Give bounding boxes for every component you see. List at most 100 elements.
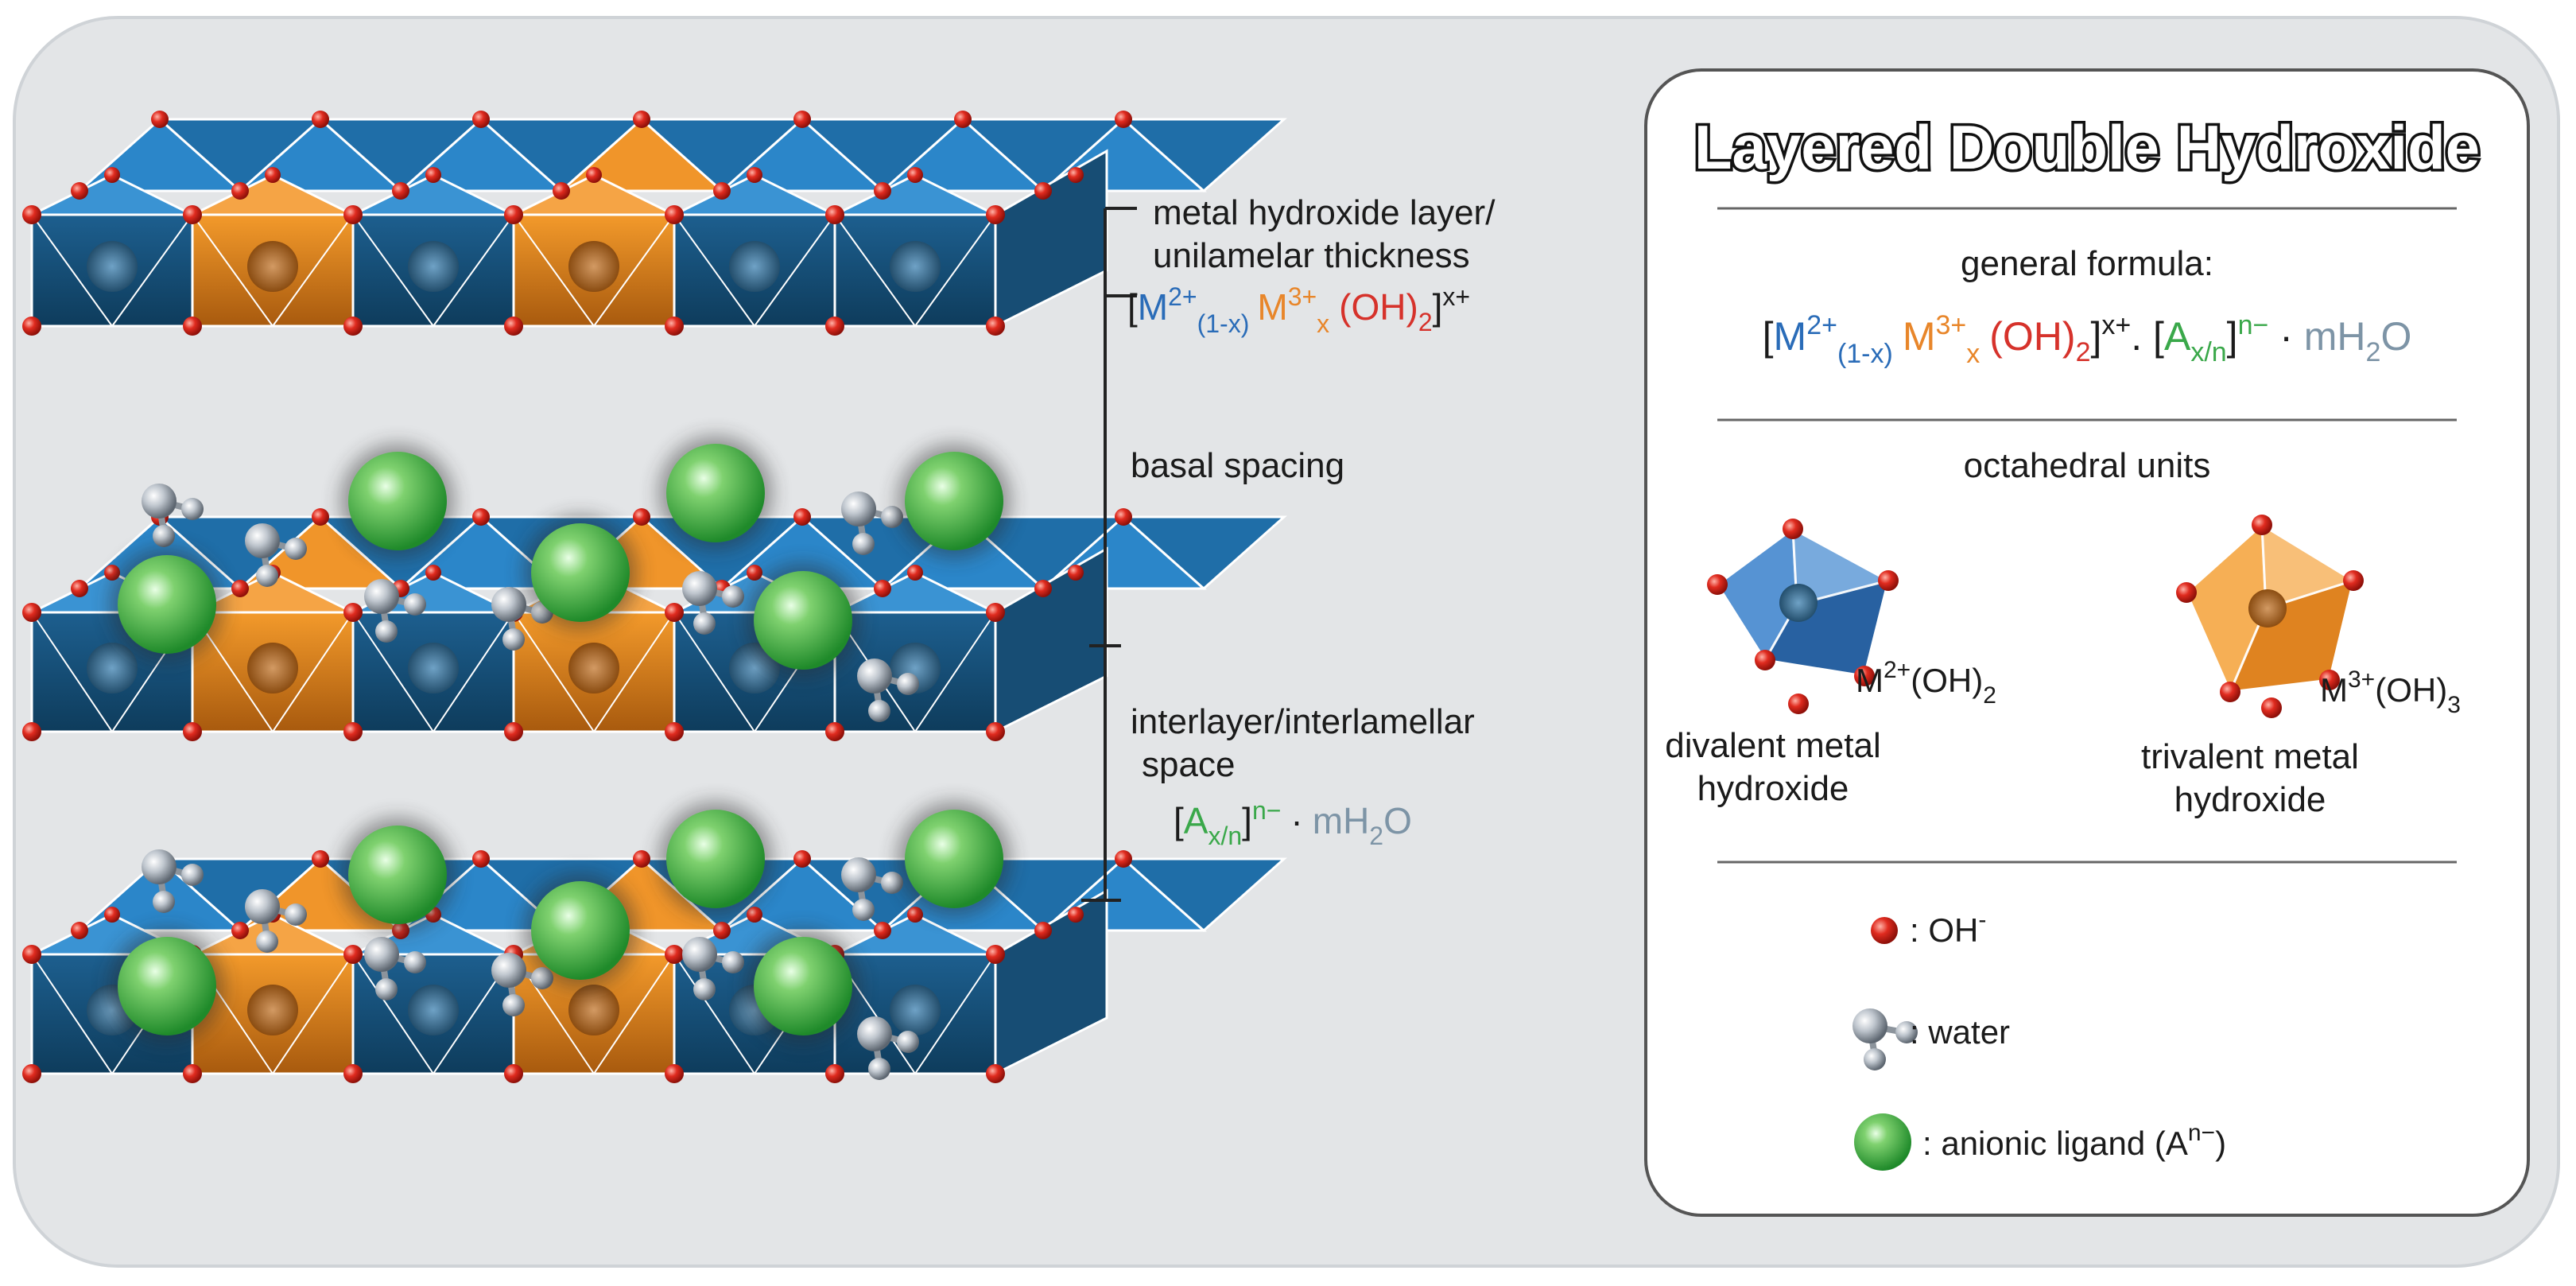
hydroxide-sphere	[104, 167, 120, 183]
octahedron-edge	[914, 954, 996, 1074]
anionic-ligand	[348, 826, 447, 924]
metal-hydroxide-layer	[22, 850, 1287, 1083]
octahedron-edge	[593, 954, 675, 1074]
octahedron-edge	[513, 612, 595, 732]
legend-title: Layered Double Hydroxide	[1694, 112, 2480, 182]
divalent-octahedron-icon	[1707, 519, 1899, 714]
hydroxide-sphere	[22, 722, 41, 741]
hydroxide-sphere	[633, 111, 650, 128]
anion-key-label: : anionic ligand (An−)	[1922, 1120, 2226, 1162]
hydroxide-sphere	[907, 907, 923, 923]
octahedral-units-label: octahedral units	[1964, 446, 2211, 485]
divalent-back-face	[1120, 515, 1287, 591]
hydroxide-sphere	[793, 508, 811, 526]
hydroxide-sphere	[747, 565, 762, 581]
anionic-ligand	[905, 452, 1003, 550]
interlayer-gallery	[110, 802, 1011, 1080]
octahedron-edge	[192, 214, 274, 327]
octahedron-edge	[272, 214, 354, 327]
octahedron-edge	[433, 612, 514, 732]
metal-hydroxide-layer	[22, 111, 1287, 336]
hydroxide-sphere	[986, 1064, 1005, 1083]
anionic-ligand	[531, 881, 630, 980]
octahedron-edge	[352, 954, 434, 1074]
hydroxide-sphere	[71, 182, 88, 200]
anionic-ligand	[348, 452, 447, 550]
metal-cation	[568, 643, 619, 694]
hydroxide-sphere	[586, 167, 602, 183]
legend-box	[1644, 68, 2530, 1217]
hydroxide-sphere	[907, 565, 923, 581]
hydroxide-sphere	[907, 167, 923, 183]
structure-labels: metal hydroxide layer/ unilamelar thickn…	[1127, 193, 1496, 850]
anionic-ligand	[531, 523, 630, 622]
hydroxide-sphere	[231, 182, 249, 200]
general-formula-label: general formula:	[1961, 244, 2213, 283]
anionic-ligand	[666, 444, 765, 542]
hydroxide-sphere	[472, 508, 490, 526]
hydroxide-sphere	[343, 1064, 363, 1083]
metal-cation	[87, 241, 138, 292]
hydroxide-sphere	[1034, 580, 1052, 597]
hydroxide-sphere	[312, 111, 329, 128]
metal-cation	[247, 985, 298, 1035]
octahedron-edge	[673, 214, 755, 327]
divalent-back-face	[1120, 857, 1287, 933]
metal-cation	[87, 643, 138, 694]
hydroxide-sphere	[312, 508, 329, 526]
hydroxide-sphere	[22, 317, 41, 336]
hydroxide-sphere	[633, 850, 650, 868]
hydroxide-sphere	[392, 182, 409, 200]
anionic-ligand	[118, 937, 216, 1035]
hydroxide-sphere	[665, 945, 684, 964]
interlayer-label-line1: interlayer/interlamellar	[1131, 702, 1475, 741]
metal-cation	[568, 985, 619, 1035]
hydroxide-sphere	[825, 317, 844, 336]
hydroxide-sphere	[665, 603, 684, 622]
water-molecule	[841, 857, 903, 921]
hydroxide-sphere	[665, 317, 684, 336]
hydroxide-sphere	[713, 182, 731, 200]
interlayer-formula: [Ax/n]n−·mH2O	[1174, 796, 1412, 850]
octahedron-edge	[673, 954, 755, 1074]
hydroxide-sphere	[425, 167, 441, 183]
water-molecule	[142, 849, 204, 913]
hydroxide-sphere	[825, 722, 844, 741]
hydroxide-key-label: : OH-	[1910, 907, 1986, 949]
octahedron-edge	[914, 214, 996, 327]
divalent-name-line1: divalent metal	[1665, 726, 1880, 765]
basal-spacing-label: basal spacing	[1131, 446, 1344, 485]
metal-cation	[247, 241, 298, 292]
hydroxide-sphere	[22, 945, 41, 964]
octahedron-edge	[272, 954, 354, 1074]
anionic-ligand	[118, 555, 216, 654]
divalent-back-face	[1120, 118, 1287, 193]
divalent-formula: M2+(OH)2	[1856, 657, 1996, 709]
hydroxide-sphere	[343, 722, 363, 741]
hydroxide-sphere	[183, 1064, 202, 1083]
hydroxide-sphere	[1034, 182, 1052, 200]
hydroxide-sphere	[553, 182, 570, 200]
interlayer-gallery	[110, 436, 1011, 722]
hydroxide-sphere	[793, 850, 811, 868]
hydroxide-sphere	[1068, 565, 1084, 581]
hydroxide-sphere	[104, 907, 120, 923]
octahedron-edge	[834, 214, 916, 327]
hydroxide-sphere	[1115, 111, 1132, 128]
hydroxide-sphere	[825, 1064, 844, 1083]
octahedron-edge	[31, 954, 113, 1074]
general-formula: [M2+(1-x)M3+x(OH)2]x+. [Ax/n]n− · mH2O	[1763, 310, 2412, 369]
hydroxide-sphere	[1068, 907, 1084, 923]
hydroxide-sphere	[1115, 850, 1132, 868]
water-molecule	[245, 889, 307, 953]
hydroxide-sphere	[343, 205, 363, 224]
metal-cation	[408, 985, 459, 1035]
octahedron-edge	[433, 214, 514, 327]
trivalent-octahedron-icon	[2176, 515, 2364, 718]
water-molecule	[841, 491, 903, 555]
hydroxide-sphere	[231, 922, 249, 939]
metal-cation	[408, 643, 459, 694]
hydroxide-sphere	[986, 317, 1005, 336]
water-molecule	[142, 484, 204, 547]
hydroxide-sphere	[954, 111, 972, 128]
